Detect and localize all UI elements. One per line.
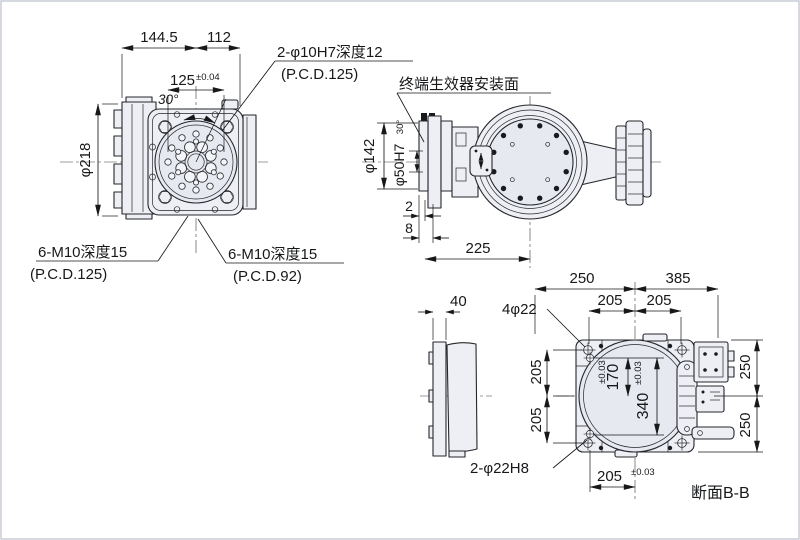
bolt-inner-label: 6-M10深度15 — [228, 246, 317, 263]
dim-225: 225 — [465, 240, 490, 257]
dim-112: 112 — [207, 29, 231, 46]
mount-face-callout: 终端生效器安装面 — [396, 76, 551, 143]
end-effector-flange — [418, 113, 479, 209]
angle-line — [195, 98, 227, 163]
base-plate-front — [575, 333, 735, 458]
holes-4xd22-label: 4φ22 — [502, 301, 537, 318]
dim-205-bottom-tol: ±0.03 — [631, 467, 655, 478]
dim-218: φ218 — [77, 143, 94, 178]
pcd125-holes — [164, 130, 228, 194]
wrist-top-view: 终端生效器安装面 φ142 φ50H7 30° 2 8 225 — [361, 76, 664, 268]
lightening-holes — [175, 141, 217, 183]
wrist-flange-view: 144.5 112 125 ±0.04 30° φ218 2-φ10H7深度12… — [30, 29, 413, 285]
bolt-inner-pcd: (P.C.D.92) — [233, 268, 302, 285]
bolt-outer-label: 6-M10深度15 — [38, 244, 127, 261]
dim-144-5: 144.5 — [140, 29, 178, 46]
dim-205-top-left: 205 — [597, 292, 622, 309]
base-plate-view: 40 — [418, 270, 763, 502]
forearm — [575, 120, 652, 206]
dim-50h7-angle: 30° — [395, 120, 406, 135]
pcd92-holes — [175, 138, 217, 186]
dim-340: 340 — [635, 393, 652, 420]
dim-170: 170 — [605, 364, 622, 391]
dowel-2xd22h8-label: 2-φ22H8 — [470, 460, 529, 477]
dim-50h7: φ50H7 — [391, 144, 407, 187]
dowel-pcd: (P.C.D.125) — [281, 66, 358, 83]
dim-340-tol: ±0.03 — [633, 361, 644, 385]
dim-385: 385 — [665, 270, 690, 287]
bolt-inner-callout: 6-M10深度15 (P.C.D.92) — [197, 218, 344, 285]
dim-125: 125 — [170, 72, 195, 89]
base-side-profile — [428, 341, 478, 458]
dowel-label: 2-φ10H7深度12 — [277, 44, 383, 61]
dim-205-left-upper: 205 — [528, 359, 545, 384]
angle-arc — [183, 114, 216, 124]
wrist-housing-circle — [469, 104, 588, 220]
dim-250-top: 250 — [569, 270, 594, 287]
bolt-ring — [491, 123, 569, 201]
mount-face-label: 终端生效器安装面 — [399, 76, 519, 93]
side-attachments — [691, 341, 735, 440]
dim-40: 40 — [450, 293, 467, 310]
dim-205-top-right: 205 — [646, 292, 671, 309]
angle-30: 30° — [158, 92, 179, 107]
dim-205-bottom: 205 — [597, 468, 622, 485]
dim-142: φ142 — [361, 139, 378, 174]
dim-2: 2 — [405, 198, 413, 214]
bolt-outer-pcd: (P.C.D.125) — [30, 266, 107, 283]
dim-205-left-lower: 205 — [528, 407, 545, 432]
dim-250-right-upper: 250 — [737, 354, 754, 379]
dim-170-tol: ±0.03 — [597, 360, 608, 384]
bolt-outer-callout: 6-M10深度15 (P.C.D.125) — [30, 215, 189, 283]
dim-250-right-lower: 250 — [737, 412, 754, 437]
dim-8: 8 — [405, 220, 413, 236]
center-bore — [184, 150, 208, 174]
dowel-callout: 2-φ10H7深度12 (P.C.D.125) — [221, 44, 413, 132]
dim-125-tol: ±0.04 — [196, 72, 220, 83]
section-label: 断面B-B — [691, 484, 750, 502]
